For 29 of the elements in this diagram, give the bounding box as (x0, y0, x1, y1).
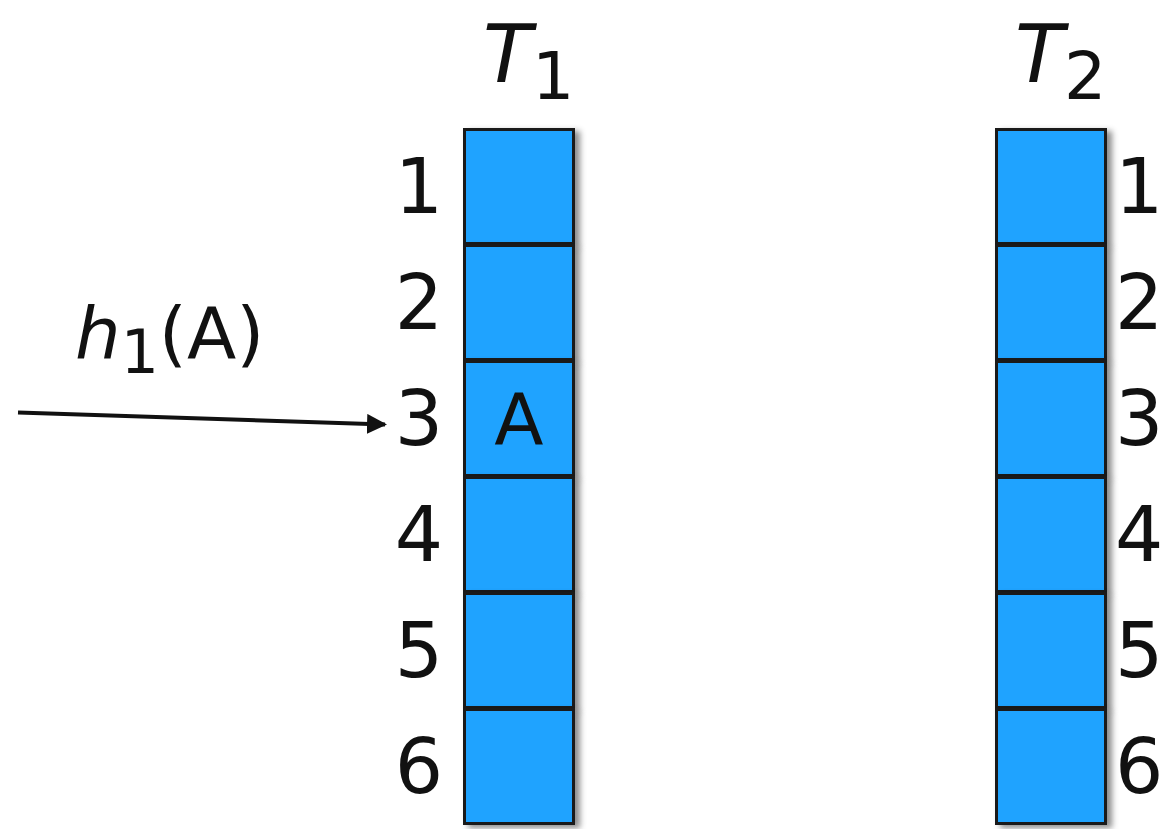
table-slot (995, 244, 1107, 361)
row-number: 1 (1115, 142, 1164, 232)
row-number: 3 (394, 374, 443, 464)
slot-key: A (494, 376, 544, 461)
arrow (17, 410, 387, 434)
row-number: 4 (394, 490, 443, 580)
row-number: 5 (1115, 606, 1164, 696)
table-slot (463, 592, 575, 709)
table-slot (995, 360, 1107, 477)
table-title: T$_{1}$ (483, 10, 575, 117)
table-slot (463, 476, 575, 593)
row-number: 2 (1115, 258, 1164, 348)
row-number: 3 (1115, 374, 1164, 464)
table-slot (463, 360, 575, 477)
row-number: 2 (394, 258, 443, 348)
row-number: 6 (1115, 722, 1164, 812)
table-slot (463, 708, 575, 825)
row-number: 4 (1115, 490, 1164, 580)
table-slot (463, 244, 575, 361)
row-number: 6 (394, 722, 443, 812)
row-number: 1 (394, 142, 443, 232)
row-number: 5 (394, 606, 443, 696)
edge-label: h$_{1}$(A) (75, 289, 265, 389)
table-slot (995, 476, 1107, 593)
table-slot (463, 128, 575, 245)
table-slot (995, 708, 1107, 825)
table-slot (995, 128, 1107, 245)
table-title: T$_{2}$ (1015, 10, 1107, 117)
table-slot (995, 592, 1107, 709)
